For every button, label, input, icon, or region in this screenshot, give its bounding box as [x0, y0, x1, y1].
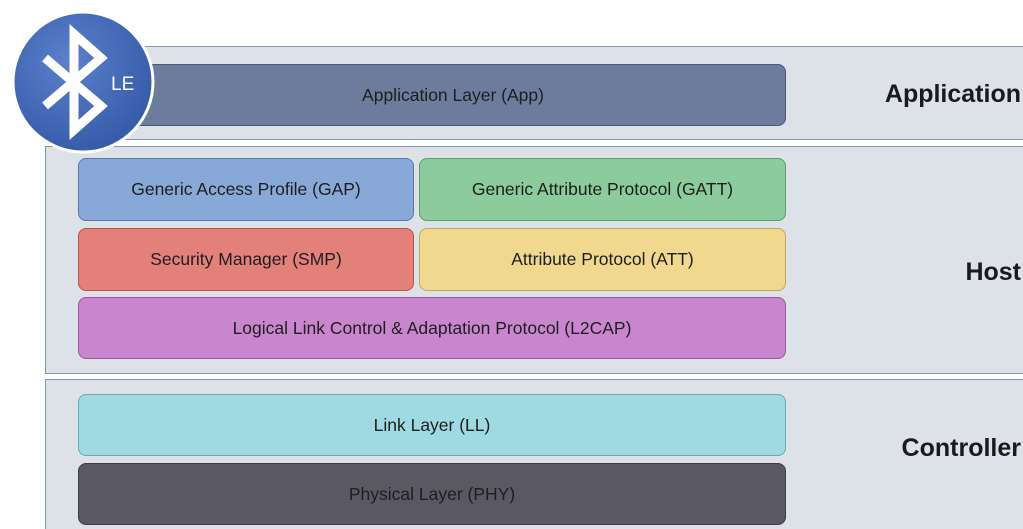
att-layer-label: Attribute Protocol (ATT) [511, 249, 694, 269]
link-layer-label: Link Layer (LL) [373, 414, 491, 435]
l2cap-layer-box: Logical Link Control & Adaptation Protoc… [78, 297, 786, 359]
gatt-layer-box: Generic Attribute Protocol (GATT) [419, 158, 786, 221]
controller-section-label: Controller [901, 434, 1021, 462]
gatt-layer-label: Generic Attribute Protocol (GATT) [471, 179, 734, 199]
application-section-label: Application [884, 80, 1021, 108]
att-layer-box: Attribute Protocol (ATT) [419, 228, 786, 291]
smp-layer-label: Security Manager (SMP) [150, 249, 342, 269]
gap-layer-label: Generic Access Profile (GAP) [131, 179, 361, 199]
logo-text: LE [111, 74, 134, 95]
bluetooth-le-icon: LE [11, 10, 155, 154]
physical-layer-box: Physical Layer (PHY) [78, 463, 786, 525]
gap-layer-box: Generic Access Profile (GAP) [78, 158, 414, 221]
host-section-label: Host [965, 258, 1021, 286]
application-layer-label: Application Layer (App) [362, 84, 544, 105]
physical-layer-label: Physical Layer (PHY) [348, 483, 516, 504]
smp-layer-box: Security Manager (SMP) [78, 228, 414, 291]
application-layer-box: Application Layer (App) [120, 64, 786, 126]
link-layer-box: Link Layer (LL) [78, 394, 786, 456]
l2cap-layer-label: Logical Link Control & Adaptation Protoc… [232, 317, 632, 338]
